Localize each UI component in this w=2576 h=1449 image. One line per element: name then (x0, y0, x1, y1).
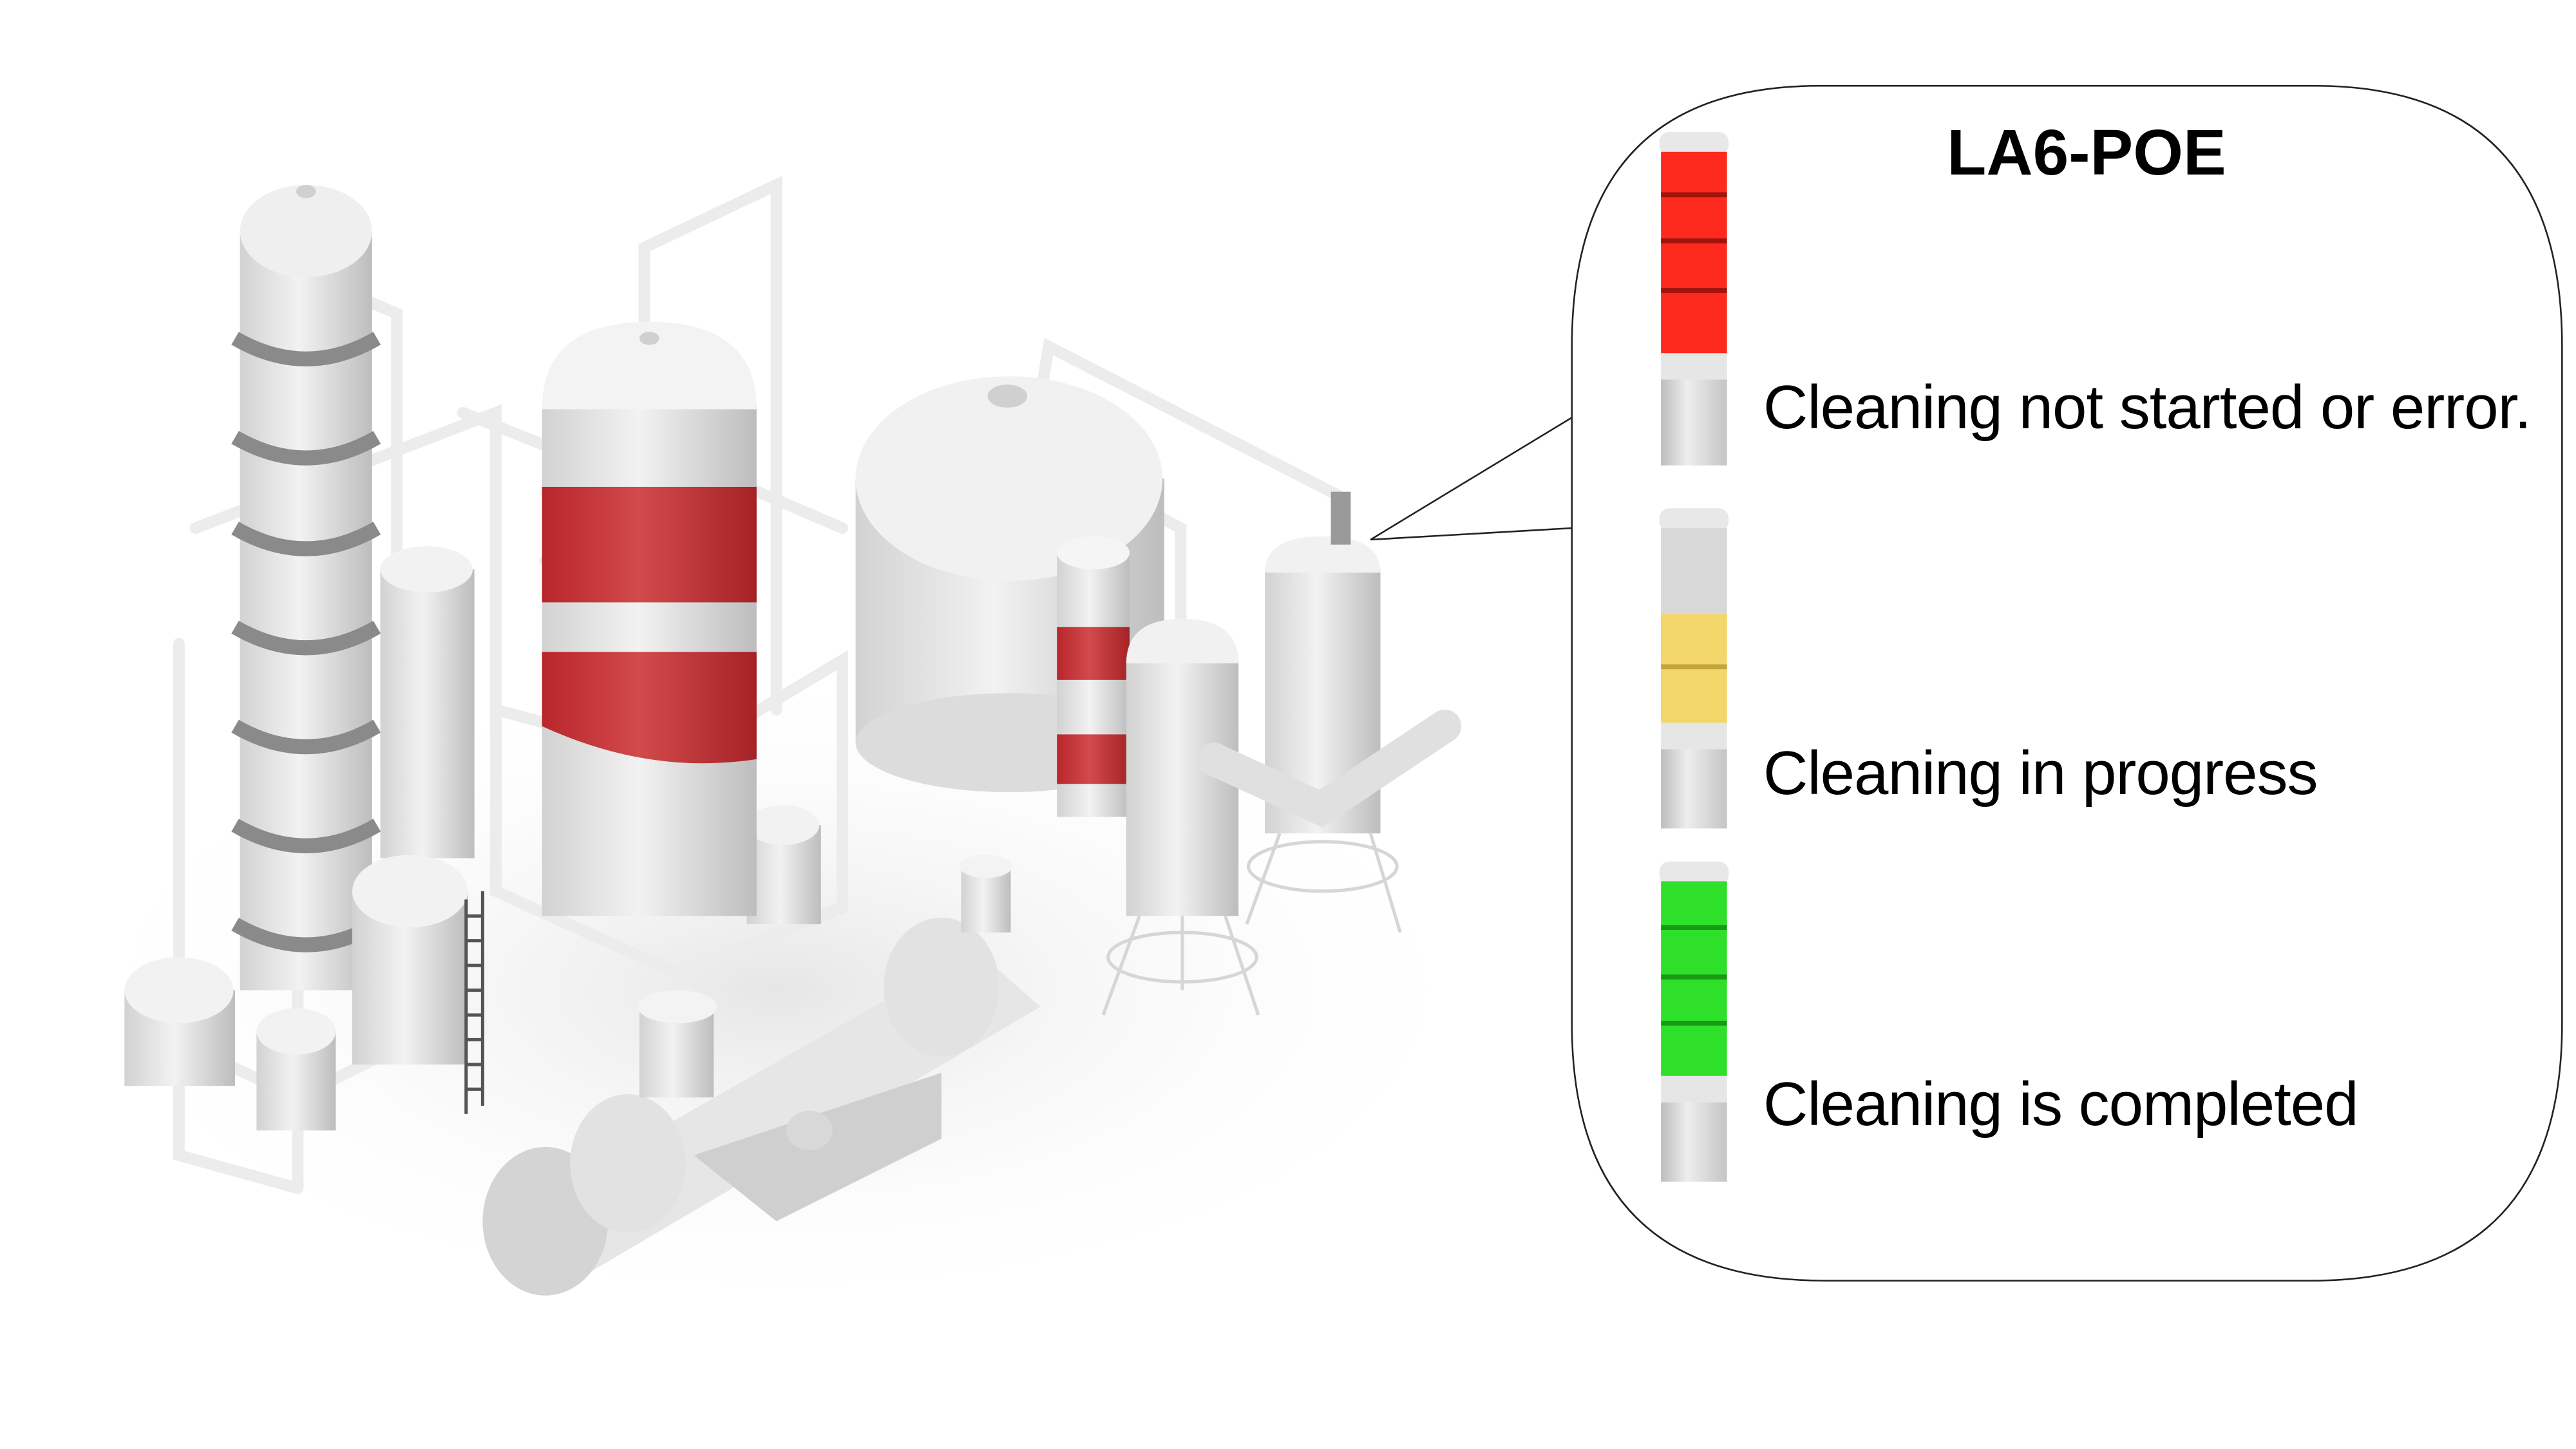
state-label-error: Cleaning not started or error. (1763, 373, 2532, 442)
monitored-vessel (1197, 491, 1462, 933)
signal-tower-yellow (1659, 508, 1729, 829)
separator-vessel (1101, 618, 1260, 1016)
state-label-completed: Cleaning is completed (1763, 1070, 2359, 1139)
signal-tower-on-vessel (1331, 491, 1351, 545)
callout-pointer (1370, 417, 1573, 541)
heat-exchanger (482, 855, 1041, 1296)
signal-tower-red (1659, 132, 1729, 466)
distillation-column (231, 185, 381, 990)
striped-storage-tank (542, 321, 757, 916)
callout-box (1571, 84, 2563, 1282)
signal-tower-green (1659, 861, 1729, 1182)
small-tank (124, 546, 821, 1131)
ladder-icon (464, 891, 484, 1114)
state-label-in-progress: Cleaning in progress (1763, 739, 2318, 808)
product-title: LA6-POE (1947, 117, 2226, 189)
striped-chimney (1057, 536, 1130, 817)
